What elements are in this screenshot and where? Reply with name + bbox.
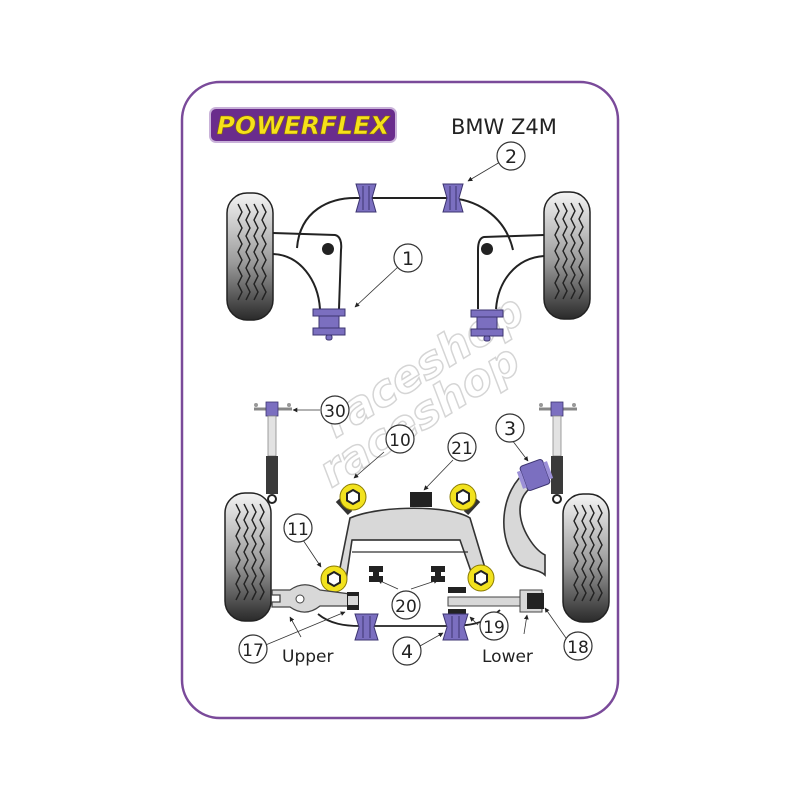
callout-4: 4 xyxy=(392,636,422,666)
card-border xyxy=(180,80,620,720)
svg-text:10: 10 xyxy=(389,431,411,451)
lower-control-arm xyxy=(447,596,529,607)
rear-right-shock xyxy=(539,401,577,504)
svg-text:19: 19 xyxy=(483,618,505,638)
svg-text:1: 1 xyxy=(402,248,414,270)
arb-bush-left xyxy=(355,183,377,213)
svg-text:30: 30 xyxy=(324,402,346,422)
lower-arm-outer-bush xyxy=(527,593,544,609)
rear-arb-bush-right xyxy=(442,613,469,641)
anti-roll-bar xyxy=(296,197,514,251)
hub-carrier-bush xyxy=(516,459,554,491)
callout-21: 21 xyxy=(447,432,477,462)
caption-upper: Upper xyxy=(282,647,333,667)
rear-arb-bush-left xyxy=(354,613,379,641)
caption-lower: Lower xyxy=(482,647,533,667)
vehicle-title: BMW Z4M xyxy=(451,115,557,139)
svg-text:17: 17 xyxy=(242,641,264,661)
callout-1: 1 xyxy=(393,243,423,273)
svg-text:11: 11 xyxy=(287,520,309,540)
rear-right-tyre xyxy=(562,493,610,623)
svg-text:2: 2 xyxy=(505,146,517,168)
arb-bush-right xyxy=(442,183,464,213)
svg-text:18: 18 xyxy=(567,638,589,658)
callout-10: 10 xyxy=(385,424,415,454)
front-left-wishbone xyxy=(272,232,343,310)
callout-20: 20 xyxy=(391,590,421,620)
rear-hub-carrier xyxy=(503,469,547,577)
front-left-tyre xyxy=(226,192,274,321)
rear-left-shock xyxy=(254,401,292,504)
callout-30: 30 xyxy=(320,395,350,425)
lower-arm-inner-bush-top xyxy=(448,587,466,593)
wishbone-bush-right xyxy=(470,309,504,342)
powerflex-logo: POWERFLEX xyxy=(209,107,397,143)
svg-text:3: 3 xyxy=(504,418,516,440)
callout-2: 2 xyxy=(496,141,526,171)
diff-bush-right xyxy=(431,566,445,582)
subframe-bush-front-right xyxy=(449,483,477,511)
wishbone-bush-left xyxy=(312,308,346,341)
front-right-wishbone xyxy=(477,234,545,310)
upper-control-arm xyxy=(271,584,351,613)
rear-left-tyre xyxy=(224,492,272,622)
front-left-pivot xyxy=(322,243,334,255)
diff-bush-left xyxy=(369,566,383,582)
svg-text:20: 20 xyxy=(395,597,417,617)
subframe-bush-rear-right xyxy=(467,564,495,592)
callout-17: 17 xyxy=(238,634,268,664)
lower-arm-inner-bush-bottom xyxy=(448,609,466,615)
diff-mount xyxy=(410,492,432,507)
front-right-tyre xyxy=(543,191,591,320)
rear-subframe xyxy=(337,507,490,581)
callout-11: 11 xyxy=(283,513,313,543)
svg-text:21: 21 xyxy=(451,439,473,459)
subframe-bush-rear-left xyxy=(320,565,348,593)
front-right-pivot xyxy=(481,243,493,255)
svg-text:4: 4 xyxy=(401,641,413,663)
logo-text: POWERFLEX xyxy=(217,111,392,140)
callout-19: 19 xyxy=(479,611,509,641)
subframe-bush-front-left xyxy=(339,483,367,511)
leader-lines xyxy=(255,161,567,650)
callout-3: 3 xyxy=(495,413,525,443)
callout-18: 18 xyxy=(563,631,593,661)
